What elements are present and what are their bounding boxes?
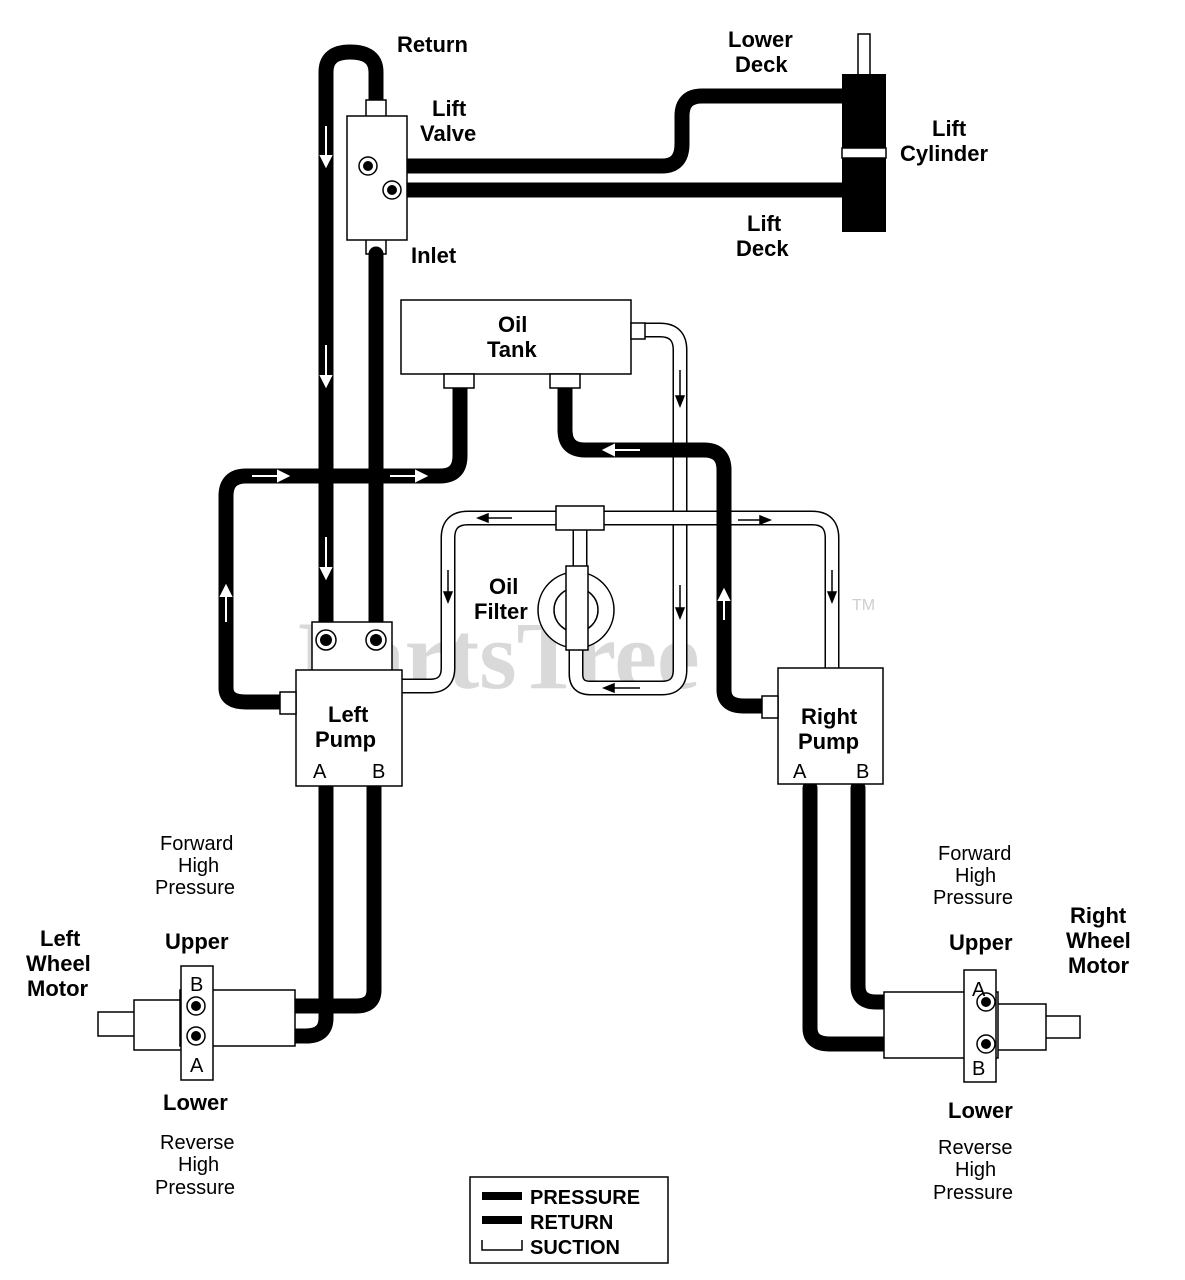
right-wheel-motor-label-3: Motor [1068,953,1130,978]
return-label: Return [397,32,468,57]
lift-valve-label-2: Valve [420,121,476,146]
right-wheel-motor-label-2: Wheel [1066,928,1131,953]
right-lower-label: Lower [948,1098,1013,1123]
component-labels: Return Lift Valve Inlet Lower Deck Lift … [26,27,1131,1204]
right-pump-port-a: A [793,761,807,783]
left-reverse-1: Reverse [160,1132,234,1154]
right-pump-port-b: B [856,761,869,783]
lower-deck-label-2: Deck [735,52,788,77]
left-wheel-motor [97,965,296,1081]
inlet-label: Inlet [411,243,457,268]
oil-tank-label-1: Oil [498,312,527,337]
left-wheel-motor-label-1: Left [40,926,81,951]
right-pump-label-2: Pump [798,729,859,754]
lift-deck-label-2: Deck [736,236,789,261]
left-reverse-2: High [178,1154,219,1176]
right-reverse-2: High [955,1159,996,1181]
left-upper-label: Upper [165,929,229,954]
tee-fitting [555,505,605,531]
right-forward-3: Pressure [933,887,1013,909]
lift-valve-label-1: Lift [432,96,467,121]
left-forward-1: Forward [160,833,233,855]
left-forward-3: Pressure [155,877,235,899]
right-pump [761,667,884,785]
left-motor-port-a: A [190,1055,204,1077]
oil-filter-label-2: Filter [474,599,528,624]
flow-arrows [219,126,838,694]
right-reverse-1: Reverse [938,1137,1012,1159]
legend-return-label: RETURN [530,1212,613,1234]
left-pump-port-b: B [372,761,385,783]
legend-item-return: RETURN [482,1212,613,1234]
left-lower-label: Lower [163,1090,228,1115]
right-forward-1: Forward [938,843,1011,865]
oil-filter [537,565,615,651]
left-forward-2: High [178,855,219,877]
watermark-tm: TM [852,597,875,614]
legend-item-suction: SUCTION [481,1237,620,1259]
right-wheel-motor [883,969,1081,1083]
left-motor-port-b: B [190,974,203,996]
lift-deck-label-1: Lift [747,211,782,236]
pressure-return-lines [188,44,994,1052]
oil-tank [400,299,646,389]
left-pump-port-a: A [313,761,327,783]
lower-deck-label-1: Lower [728,27,793,52]
legend-item-pressure: PRESSURE [482,1187,640,1209]
right-motor-port-b: B [972,1058,985,1080]
lift-cylinder-label-2: Cylinder [900,141,988,166]
oil-filter-label-1: Oil [489,574,518,599]
lift-valve [346,99,408,272]
lift-cylinder [841,33,887,232]
left-wheel-motor-label-3: Motor [27,976,89,1001]
legend-suction-label: SUCTION [530,1237,620,1259]
left-reverse-3: Pressure [155,1177,235,1199]
right-motor-port-a: A [972,979,986,1001]
legend-pressure-label: PRESSURE [530,1187,640,1209]
right-pump-label-1: Right [801,704,858,729]
left-pump [279,621,403,787]
lift-cylinder-label-1: Lift [932,116,967,141]
left-wheel-motor-label-2: Wheel [26,951,91,976]
left-pump-label-1: Left [328,702,369,727]
legend: PRESSURE RETURN SUCTION [469,1176,669,1264]
right-reverse-3: Pressure [933,1182,1013,1204]
right-wheel-motor-label-1: Right [1070,903,1127,928]
right-upper-label: Upper [949,930,1013,955]
left-pump-label-2: Pump [315,727,376,752]
oil-tank-label-2: Tank [487,337,537,362]
right-forward-2: High [955,865,996,887]
